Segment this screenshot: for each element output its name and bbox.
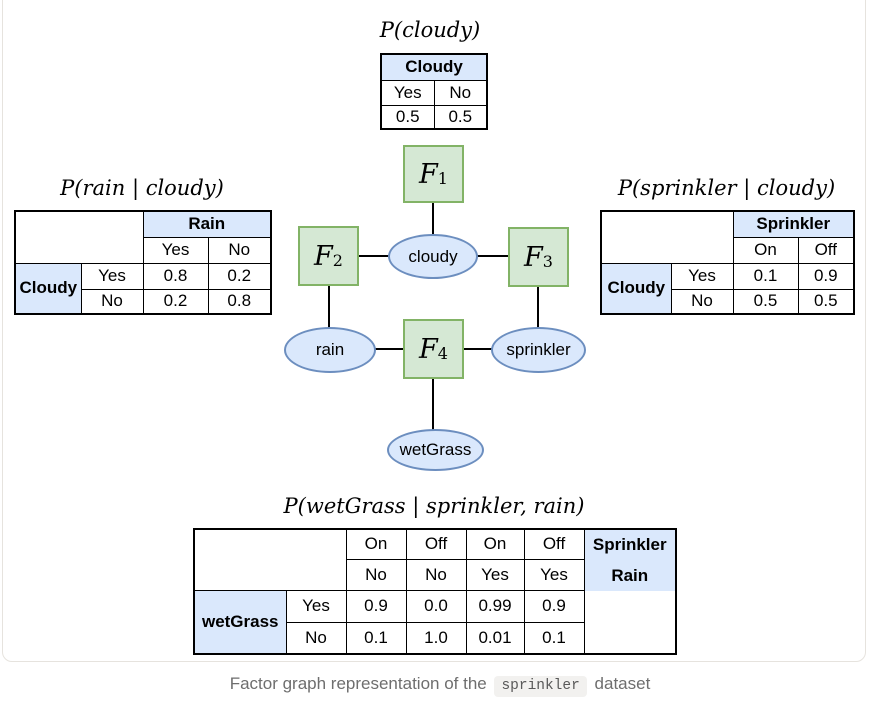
sprinkler-value: 0.5 [732, 288, 799, 315]
wetgrass-value: 0.01 [465, 621, 525, 655]
edge-f4-sprinkler [463, 348, 492, 350]
caption-code-badge: sprinkler [494, 676, 587, 697]
sprinkler-value: 0.5 [797, 288, 855, 315]
sprinkler-row-label: Yes [670, 262, 734, 290]
wetgrass-table: On Off On Off Sprinkler Rain No No Yes Y… [193, 528, 677, 655]
rain-row-group: Cloudy [14, 262, 82, 315]
wetgrass-row-label: Yes [285, 589, 347, 623]
sprinkler-col-on: On [732, 236, 799, 264]
sprinkler-col-off: Off [797, 236, 855, 264]
sprinkler-value: 0.9 [797, 262, 855, 290]
edge-cloudy-f3 [477, 255, 509, 257]
wetgrass-row-group: wetGrass [193, 589, 287, 655]
caption-suffix: dataset [594, 674, 651, 693]
rain-value: 0.8 [207, 288, 272, 315]
rain-value: 0.2 [142, 288, 209, 315]
sprinkler-table-spacer [600, 210, 734, 264]
sprinkler-col-group: Sprinkler [732, 210, 855, 238]
edge-f4-wetgrass [432, 379, 434, 430]
variable-label: sprinkler [506, 340, 571, 359]
wetgrass-col-group-rain: Rain [611, 565, 649, 585]
title-p-sprinkler: P(sprinkler | cloudy) [617, 176, 836, 200]
rain-table-spacer [14, 210, 144, 264]
title-p-wetgrass: P(wetGrass | sprinkler, rain) [283, 494, 585, 518]
sprinkler-table: Sprinkler On Off Cloudy Yes 0.1 0.9 No 0… [600, 210, 856, 315]
cloudy-table-header: Cloudy [380, 53, 488, 81]
variable-node-sprinkler: sprinkler [491, 327, 586, 373]
wetgrass-col-sprinkler-state: On [345, 528, 407, 560]
wetgrass-col-sprinkler-state: On [465, 528, 525, 560]
factor-label: F [314, 240, 333, 272]
cloudy-value: 0.5 [380, 104, 435, 130]
variable-node-cloudy: cloudy [388, 234, 478, 279]
variable-label: rain [315, 340, 345, 359]
figure-caption: Factor graph representation of the sprin… [0, 674, 880, 697]
cloudy-col-no: No [433, 79, 488, 106]
rain-row-label: No [80, 288, 144, 315]
cloudy-table: Cloudy Yes No 0.5 0.5 [380, 53, 489, 130]
variable-label: wetGrass [399, 440, 472, 459]
wetgrass-table-spacer [193, 528, 347, 591]
cloudy-col-yes: Yes [380, 79, 435, 106]
rain-col-no: No [207, 236, 272, 264]
wetgrass-value: 0.0 [405, 589, 467, 623]
variable-node-wetgrass: wetGrass [387, 429, 484, 471]
wetgrass-col-rain-state: Yes [465, 558, 525, 591]
wetgrass-col-rain-state: No [405, 558, 467, 591]
wetgrass-col-group-cell: Sprinkler Rain [583, 528, 677, 655]
sprinkler-row-label: No [670, 288, 734, 315]
caption-prefix: Factor graph representation of the [229, 674, 487, 693]
wetgrass-value: 0.1 [523, 621, 585, 655]
wetgrass-value: 0.99 [465, 589, 525, 623]
factor-label: F [419, 158, 438, 190]
wetgrass-value: 0.9 [523, 589, 585, 623]
rain-value: 0.2 [207, 262, 272, 290]
edge-f3-sprinkler [537, 287, 539, 328]
wetgrass-col-rain-state: Yes [523, 558, 585, 591]
wetgrass-col-sprinkler-state: Off [523, 528, 585, 560]
edge-f1-cloudy [432, 203, 434, 235]
edge-rain-f4 [375, 348, 404, 350]
factor-label: F [524, 241, 543, 273]
rain-col-yes: Yes [142, 236, 209, 264]
sprinkler-row-group: Cloudy [600, 262, 672, 315]
wetgrass-col-sprinkler-state: Off [405, 528, 467, 560]
rain-value: 0.8 [142, 262, 209, 290]
sprinkler-value: 0.1 [732, 262, 799, 290]
edge-f2-rain [328, 286, 330, 328]
rain-table: Rain Yes No Cloudy Yes 0.8 0.2 No 0.2 0.… [14, 210, 272, 315]
wetgrass-col-group: Sprinkler Rain [585, 530, 675, 591]
title-p-rain: P(rain | cloudy) [60, 176, 224, 200]
factor-label: F [419, 333, 438, 365]
variable-label: cloudy [408, 246, 458, 266]
rain-col-group: Rain [142, 210, 272, 238]
title-p-cloudy: P(cloudy) [379, 18, 481, 42]
wetgrass-value: 0.9 [345, 589, 407, 623]
cloudy-value: 0.5 [433, 104, 488, 130]
rain-row-label: Yes [80, 262, 144, 290]
wetgrass-col-rain-state: No [345, 558, 407, 591]
wetgrass-row-label: No [285, 621, 347, 655]
wetgrass-value: 1.0 [405, 621, 467, 655]
wetgrass-value: 0.1 [345, 621, 407, 655]
variable-node-rain: rain [284, 327, 376, 373]
wetgrass-col-group-sprinkler: Sprinkler [592, 535, 667, 555]
edge-f2-cloudy [359, 255, 389, 257]
